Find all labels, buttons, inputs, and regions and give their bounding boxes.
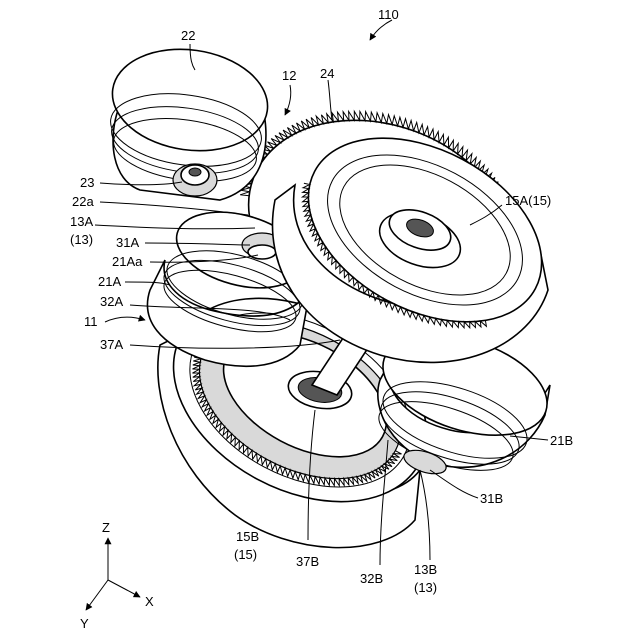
- label-24: 24: [320, 66, 334, 81]
- label-21b: 21B: [550, 433, 573, 448]
- label-11: 11: [84, 314, 98, 329]
- axis-label-y: Y: [80, 616, 89, 631]
- label-13a-paren: (13): [70, 232, 93, 247]
- label-32a: 32A: [100, 294, 123, 309]
- label-13a: 13A: [70, 214, 93, 229]
- axes-triad: Z X Y: [80, 520, 154, 631]
- label-32b: 32B: [360, 571, 383, 586]
- label-110: 110: [378, 7, 399, 22]
- label-37a: 37A: [100, 337, 123, 352]
- label-22a: 22a: [72, 194, 94, 209]
- label-23: 23: [80, 175, 94, 190]
- label-31b: 31B: [480, 491, 503, 506]
- label-37b: 37B: [296, 554, 319, 569]
- pinion-23: [173, 164, 217, 196]
- label-15a: 15A(15): [505, 193, 551, 208]
- label-22: 22: [181, 28, 195, 43]
- label-21aa: 21Aa: [112, 254, 143, 269]
- label-15b: 15B: [236, 529, 259, 544]
- label-13b: 13B: [414, 562, 437, 577]
- label-13b-paren: (13): [414, 580, 437, 595]
- motor-22: [106, 40, 274, 200]
- label-31a: 31A: [116, 235, 139, 250]
- label-12: 12: [282, 68, 296, 83]
- label-15b-paren: (15): [234, 547, 257, 562]
- label-21a: 21A: [98, 274, 121, 289]
- axis-label-x: X: [145, 594, 154, 609]
- axis-label-z: Z: [102, 520, 110, 535]
